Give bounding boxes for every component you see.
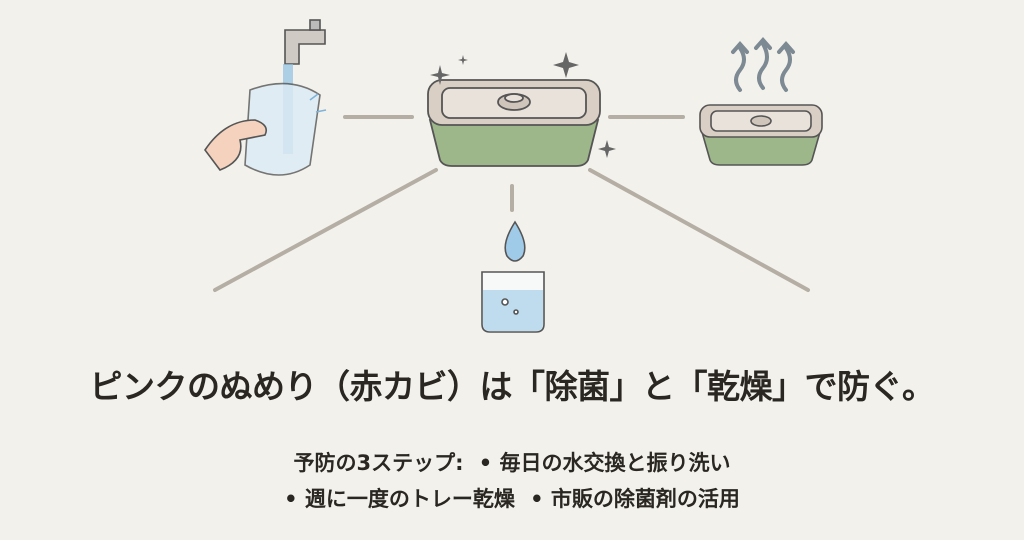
steps-label: 予防の3ステップ: (293, 451, 464, 475)
tray-icon (427, 79, 601, 167)
steps-line-2: • 週に一度のトレー乾燥 • 市販の除菌剤の活用 (0, 483, 1024, 513)
headline: ピンクのぬめり（赤カビ）は「除菌」と「乾燥」で防ぐ。 (89, 367, 936, 406)
beaker-with-drop-icon (481, 220, 545, 333)
drying-tray-icon (699, 104, 823, 166)
sparkle-icons (430, 52, 616, 158)
step-item: • 週に一度のトレー乾燥 (284, 487, 515, 511)
steam-arrows-icon (731, 36, 795, 92)
illustration (204, 19, 823, 333)
step-item: • 市販の除菌剤の活用 (530, 487, 740, 511)
connector-lines (213, 115, 810, 292)
faucet-washing-icon (204, 19, 327, 176)
steps-line-1: 予防の3ステップ: • 毎日の水交換と振り洗い (0, 447, 1024, 477)
step-item: • 毎日の水交換と振り洗い (478, 451, 731, 475)
